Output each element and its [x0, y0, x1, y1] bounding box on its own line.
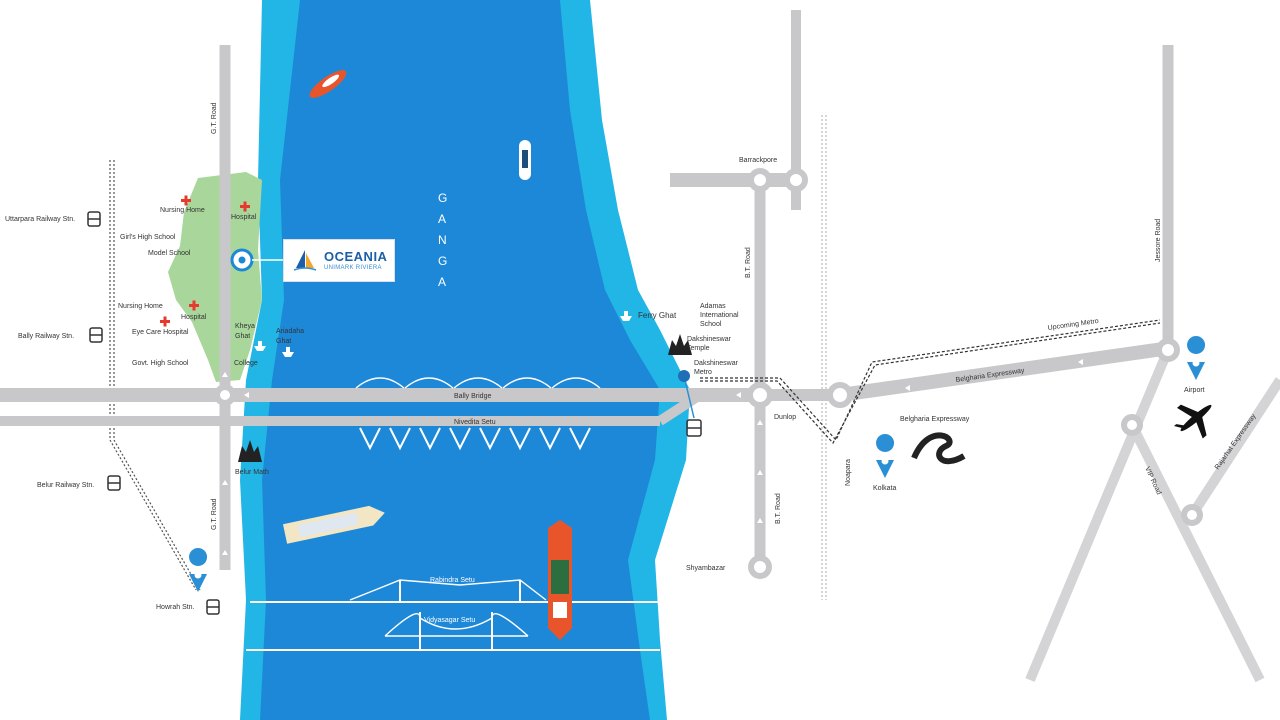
roads: [0, 10, 1280, 683]
ariadaha-ghat-label-2: Ghat: [276, 338, 291, 345]
airplane-icon: [1174, 404, 1212, 439]
dunlop-label: Dunlop: [774, 414, 796, 421]
model-school-label: Model School: [148, 250, 191, 257]
kolkata-label: Kolkata: [873, 485, 896, 492]
vidyasagar-setu-label: Vidyasagar Setu: [424, 617, 475, 624]
belur-math-label: Belur Math: [235, 469, 269, 476]
brand-subtitle: UNIMARK RIVIERA: [324, 265, 382, 271]
gt-road-top-label: G.T. Road: [211, 102, 218, 134]
adamas-label-1: Adamas: [700, 303, 726, 310]
sailboat-logo-icon: [293, 249, 317, 271]
eye-care-hospital-label: Eye Care Hospital: [132, 329, 189, 336]
brand-name: OCEANIA: [324, 249, 388, 264]
roundabouts: [214, 168, 1203, 579]
pin-dots: [194, 359, 1200, 579]
belgharia-expressway-road: [839, 341, 1171, 402]
nursing-home-2-label: Nursing Home: [118, 303, 163, 310]
rajarhat-expressway: [1187, 377, 1280, 518]
ariadaha-ghat-label: Ariadaha: [276, 328, 304, 335]
bt-road-top-label: B.T. Road: [745, 247, 752, 278]
train-icons: [87, 211, 702, 615]
green-area: [168, 172, 262, 382]
project-brand-card[interactable]: OCEANIA UNIMARK RIVIERA: [284, 240, 394, 281]
noapara-label: Noapara: [845, 459, 852, 486]
dakshineswar-temple-label-2: Temple: [687, 345, 710, 352]
ghat-icons: [254, 311, 632, 357]
girls-high-school-label: Girl's High School: [120, 234, 176, 241]
bally-stn-label: Bally Railway Stn.: [18, 333, 74, 340]
nursing-home-1-label: Nursing Home: [160, 207, 205, 214]
svg-text:G: G: [438, 254, 448, 268]
belur-stn-label: Belur Railway Stn.: [37, 482, 94, 489]
expressway-icon: [911, 432, 966, 465]
airport-label: Airport: [1184, 387, 1205, 394]
metro-marker-icon: [678, 370, 695, 419]
svg-text:G: G: [438, 191, 448, 205]
nivedita-setu-supports: [359, 427, 591, 451]
dakshineswar-metro-label-1: Dakshineswar: [694, 360, 739, 367]
hospital-cross-icons: [160, 195, 250, 327]
shyambazar-label: Shyambazar: [686, 565, 726, 572]
bally-bridge-label: Bally Bridge: [454, 393, 491, 400]
svg-text:A: A: [438, 212, 447, 226]
govt-high-school-label: Govt. High School: [132, 360, 189, 367]
bt-road-bottom-label: B.T. Road: [775, 493, 782, 524]
location-pin-icons: [189, 336, 1206, 592]
kheya-ghat-label-2: Ghat: [235, 333, 250, 340]
upcoming-metro-line: [700, 319, 1161, 445]
yacht-icon: [519, 140, 531, 180]
vip-road: [1025, 348, 1173, 682]
uttarpara-stn-label: Uttarpara Railway Stn.: [5, 216, 75, 223]
road-arrows: [222, 359, 1083, 555]
cruise-ship-icon: [282, 505, 385, 544]
gt-road-bottom-label: G.T. Road: [211, 498, 218, 530]
adamas-label-2: International: [700, 312, 739, 319]
bally-bridge-arches: [355, 377, 601, 389]
cargo-ship-icon: [548, 520, 572, 640]
howrah-stn-label: Howrah Stn.: [156, 604, 195, 611]
college-label: College: [234, 360, 258, 367]
hospital-1-label: Hospital: [231, 214, 257, 221]
kheya-ghat-label: Kheya: [235, 323, 255, 330]
hospital-2-label: Hospital: [181, 314, 207, 321]
adamas-label-3: School: [700, 321, 722, 328]
jessore-road-label: Jessore Road: [1155, 219, 1162, 262]
belgharia-expressway-icon-label: Belgharia Expressway: [900, 416, 970, 423]
svg-text:A: A: [438, 275, 447, 289]
dakshineswar-temple-label-1: Dakshineswar: [687, 336, 732, 343]
ferry-ghat-label: Ferry Ghat: [638, 311, 677, 320]
vidyasagar-setu: [246, 612, 660, 651]
rabindra-setu-label: Rabindra Setu: [430, 577, 475, 584]
dakshineswar-metro-label-2: Metro: [694, 369, 712, 376]
svg-text:N: N: [438, 233, 448, 247]
site-target-icon[interactable]: [230, 248, 284, 272]
nivedita-setu-label: Nivedita Setu: [454, 419, 496, 426]
temple-icons: [238, 334, 692, 462]
speedboat-icon: [309, 70, 347, 98]
rajarhat-expressway-label: Rajarhat Expressway: [1214, 413, 1258, 472]
river-name: G A N G A: [438, 191, 448, 289]
barrackpore-label: Barrackpore: [739, 157, 777, 164]
rabindra-setu: [250, 579, 660, 603]
